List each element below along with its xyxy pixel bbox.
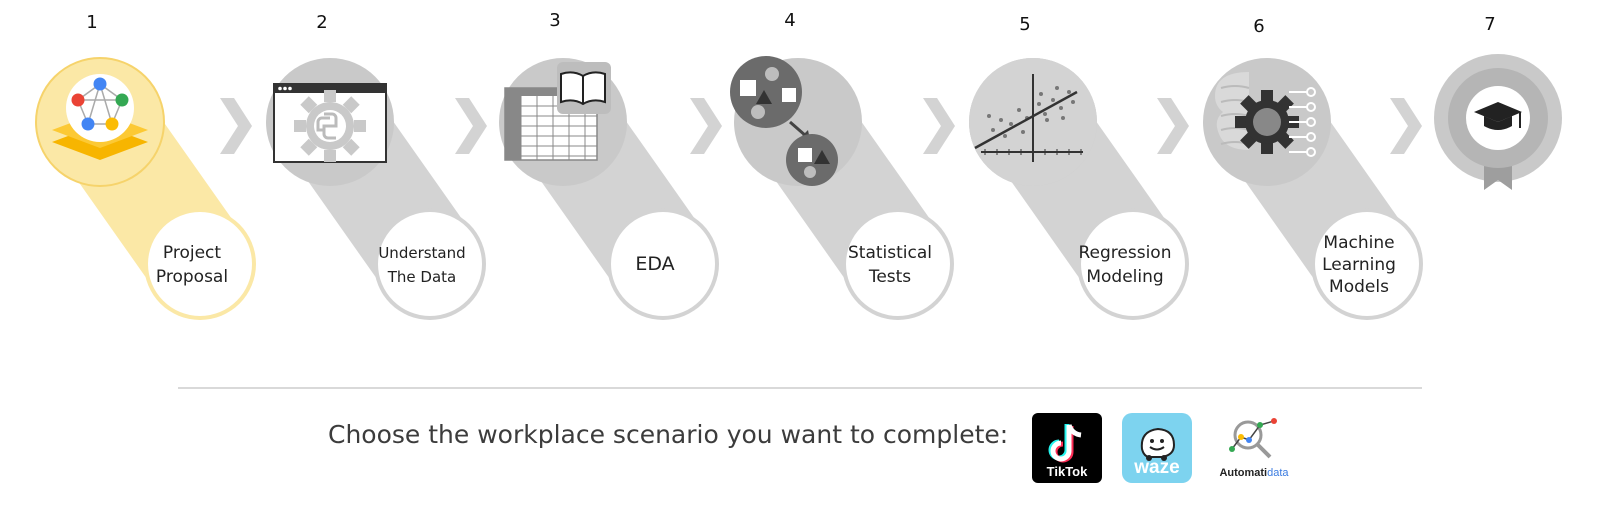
shapes-sample-icon: [730, 56, 838, 186]
chevron-right-icon: [220, 98, 252, 154]
python-gear-window-icon: [273, 83, 387, 163]
chevron-right-icon: [455, 98, 487, 154]
step-label-line: The Data: [387, 268, 456, 286]
step-label-line: EDA: [635, 253, 674, 275]
step-number: 7: [1484, 14, 1495, 35]
chevron-right-icon: [690, 98, 722, 154]
label-circle: [148, 212, 252, 316]
step-label-line: Machine: [1323, 233, 1394, 253]
step-label-line: Proposal: [156, 267, 228, 287]
label-circle: [1315, 212, 1419, 316]
label-circle: [846, 212, 950, 316]
graduation-badge-icon: [1448, 68, 1548, 190]
chevron-right-icon: [923, 98, 955, 154]
tiktok-option-button[interactable]: TikTok: [1032, 413, 1102, 483]
scatter-regression-icon: [969, 58, 1097, 186]
chevron-right-icon: [1390, 98, 1422, 154]
label-circle: [1081, 212, 1185, 316]
label-circle: [378, 212, 482, 316]
step-label-line: Learning: [1322, 255, 1396, 275]
step-label-line: Modeling: [1086, 267, 1163, 287]
step-number: 5: [1019, 14, 1030, 35]
network-layers-icon: [52, 74, 148, 160]
tiktok-logo-icon: [1048, 424, 1082, 463]
step-number: 3: [549, 10, 560, 31]
label-circle: [611, 212, 715, 316]
spreadsheet-book-icon: [504, 62, 611, 161]
waze-option-button[interactable]: waze: [1122, 413, 1192, 483]
step-label-line: Tests: [868, 267, 911, 287]
step-label-line: Statistical: [848, 243, 932, 263]
step-icon-outline: [35, 57, 165, 187]
step-label-line: Models: [1329, 277, 1389, 297]
step-label-line: Project: [163, 243, 221, 263]
automatidata-option-button[interactable]: Automatidata: [1208, 413, 1300, 483]
step-7[interactable]: 7: [1434, 14, 1562, 190]
waze-logo-icon: [1140, 427, 1176, 461]
automatidata-text-blue: data: [1267, 467, 1289, 479]
step-number: 6: [1253, 16, 1264, 37]
automatidata-text-dark: Automati: [1219, 467, 1268, 479]
automatidata-logo-icon: [1229, 418, 1277, 459]
automatidata-logo-text: Automatidata: [1208, 467, 1300, 479]
step-number: 1: [86, 12, 97, 33]
section-divider: [178, 387, 1422, 389]
tiktok-logo-text: TikTok: [1046, 464, 1088, 479]
brain-gear-icon: [1215, 72, 1316, 157]
chevron-right-icon: [1157, 98, 1189, 154]
step-number: 4: [784, 10, 795, 31]
waze-logo-text: waze: [1134, 457, 1180, 478]
scenario-prompt: Choose the workplace scenario you want t…: [328, 420, 1009, 449]
step-label-line: Understand: [378, 244, 465, 262]
step-number: 2: [316, 12, 327, 33]
step-label-line: Regression: [1079, 243, 1172, 263]
